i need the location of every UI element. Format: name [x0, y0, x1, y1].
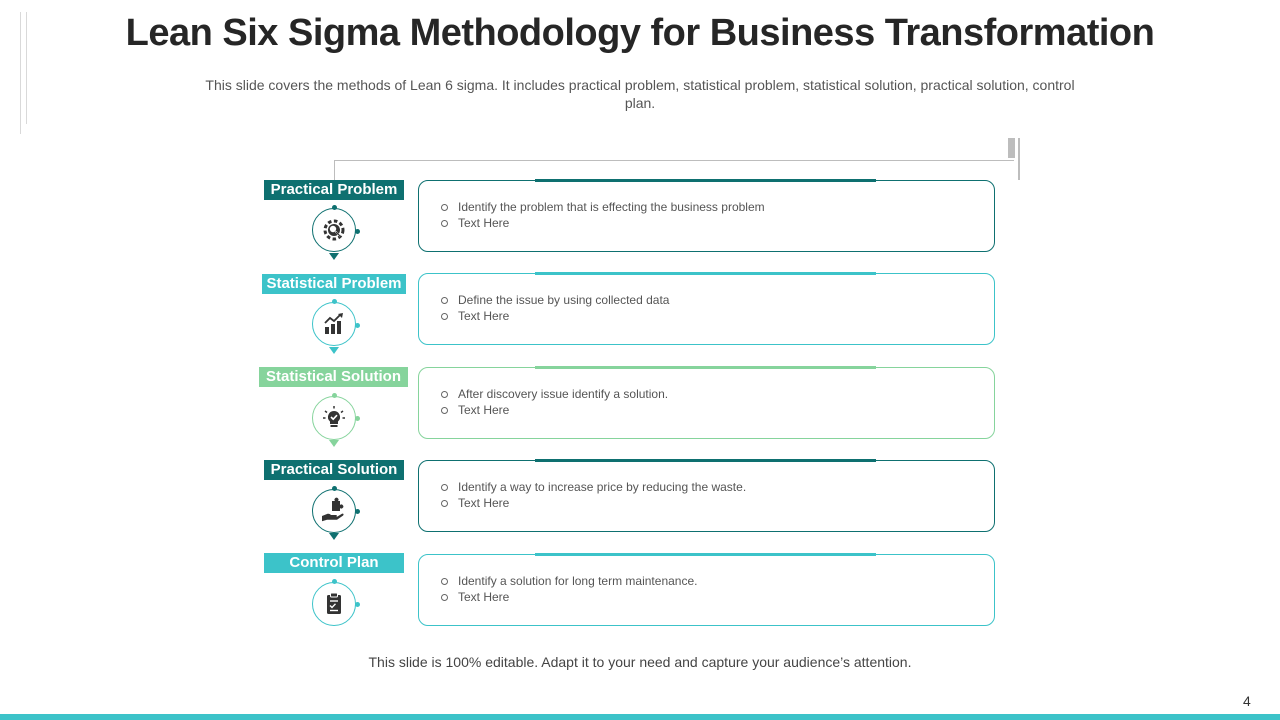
- bullet-list: Identify the problem that is effecting t…: [439, 199, 765, 231]
- bullet-list: After discovery issue identify a solutio…: [439, 386, 668, 418]
- bullet-list: Identify a way to increase price by redu…: [439, 479, 746, 511]
- left-connector-line: [334, 160, 335, 180]
- bullet-item: Text Here: [439, 495, 746, 511]
- bullet-item: Identify a solution for long term mainte…: [439, 573, 697, 589]
- step-pointer: [329, 533, 339, 540]
- step-label: Practical Problem: [264, 180, 404, 200]
- hand-puzzle-icon: [312, 489, 356, 533]
- step-description-box: Identify a solution for long term mainte…: [418, 553, 995, 626]
- connector-end-cap: [1008, 138, 1015, 158]
- connector-dot: [355, 229, 360, 234]
- bar-chart-growth-icon: [312, 302, 356, 346]
- slide-subtitle: This slide covers the methods of Lean 6 …: [205, 77, 1075, 111]
- clipboard-icon: [312, 582, 356, 626]
- left-decorative-line: [20, 12, 21, 134]
- connector-end-bar: [1018, 138, 1020, 180]
- connector-dot: [332, 393, 337, 398]
- step-label: Control Plan: [264, 553, 404, 573]
- bullet-item: Identify a way to increase price by redu…: [439, 479, 746, 495]
- bullet-list: Define the issue by using collected data…: [439, 292, 669, 324]
- box-accent-bar: [535, 366, 876, 369]
- top-connector-line: [334, 160, 1014, 161]
- bullet-item: Text Here: [439, 308, 669, 324]
- step-description-box: Define the issue by using collected data…: [418, 272, 995, 345]
- step-pointer: [329, 253, 339, 260]
- slide-title: Lean Six Sigma Methodology for Business …: [125, 12, 1155, 54]
- lightbulb-check-icon: [312, 396, 356, 440]
- connector-dot: [355, 602, 360, 607]
- bullet-list: Identify a solution for long term mainte…: [439, 573, 697, 605]
- connector-dot: [355, 323, 360, 328]
- step-label: Practical Solution: [264, 460, 404, 480]
- bottom-accent-bar: [0, 714, 1280, 720]
- step-pointer: [329, 347, 339, 354]
- box-accent-bar: [535, 179, 876, 182]
- bullet-item: Text Here: [439, 402, 668, 418]
- connector-dot: [332, 205, 337, 210]
- step-pointer: [329, 440, 339, 447]
- box-accent-bar: [535, 553, 876, 556]
- bullet-item: Define the issue by using collected data: [439, 292, 669, 308]
- connector-dot: [332, 486, 337, 491]
- bullet-item: Text Here: [439, 589, 697, 605]
- connector-dot: [355, 509, 360, 514]
- step-description-box: After discovery issue identify a solutio…: [418, 366, 995, 439]
- connector-dot: [355, 416, 360, 421]
- slide-footer-note: This slide is 100% editable. Adapt it to…: [368, 654, 912, 670]
- left-decorative-line-inner: [26, 12, 27, 124]
- bullet-item: Text Here: [439, 215, 765, 231]
- page-number: 4: [1243, 693, 1251, 709]
- gear-search-icon: [312, 208, 356, 252]
- bullet-item: After discovery issue identify a solutio…: [439, 386, 668, 402]
- step-description-box: Identify the problem that is effecting t…: [418, 179, 995, 252]
- step-description-box: Identify a way to increase price by redu…: [418, 459, 995, 532]
- step-label: Statistical Problem: [262, 274, 406, 294]
- box-accent-bar: [535, 272, 876, 275]
- step-label: Statistical Solution: [259, 367, 408, 387]
- connector-dot: [332, 299, 337, 304]
- bullet-item: Identify the problem that is effecting t…: [439, 199, 765, 215]
- connector-dot: [332, 579, 337, 584]
- box-accent-bar: [535, 459, 876, 462]
